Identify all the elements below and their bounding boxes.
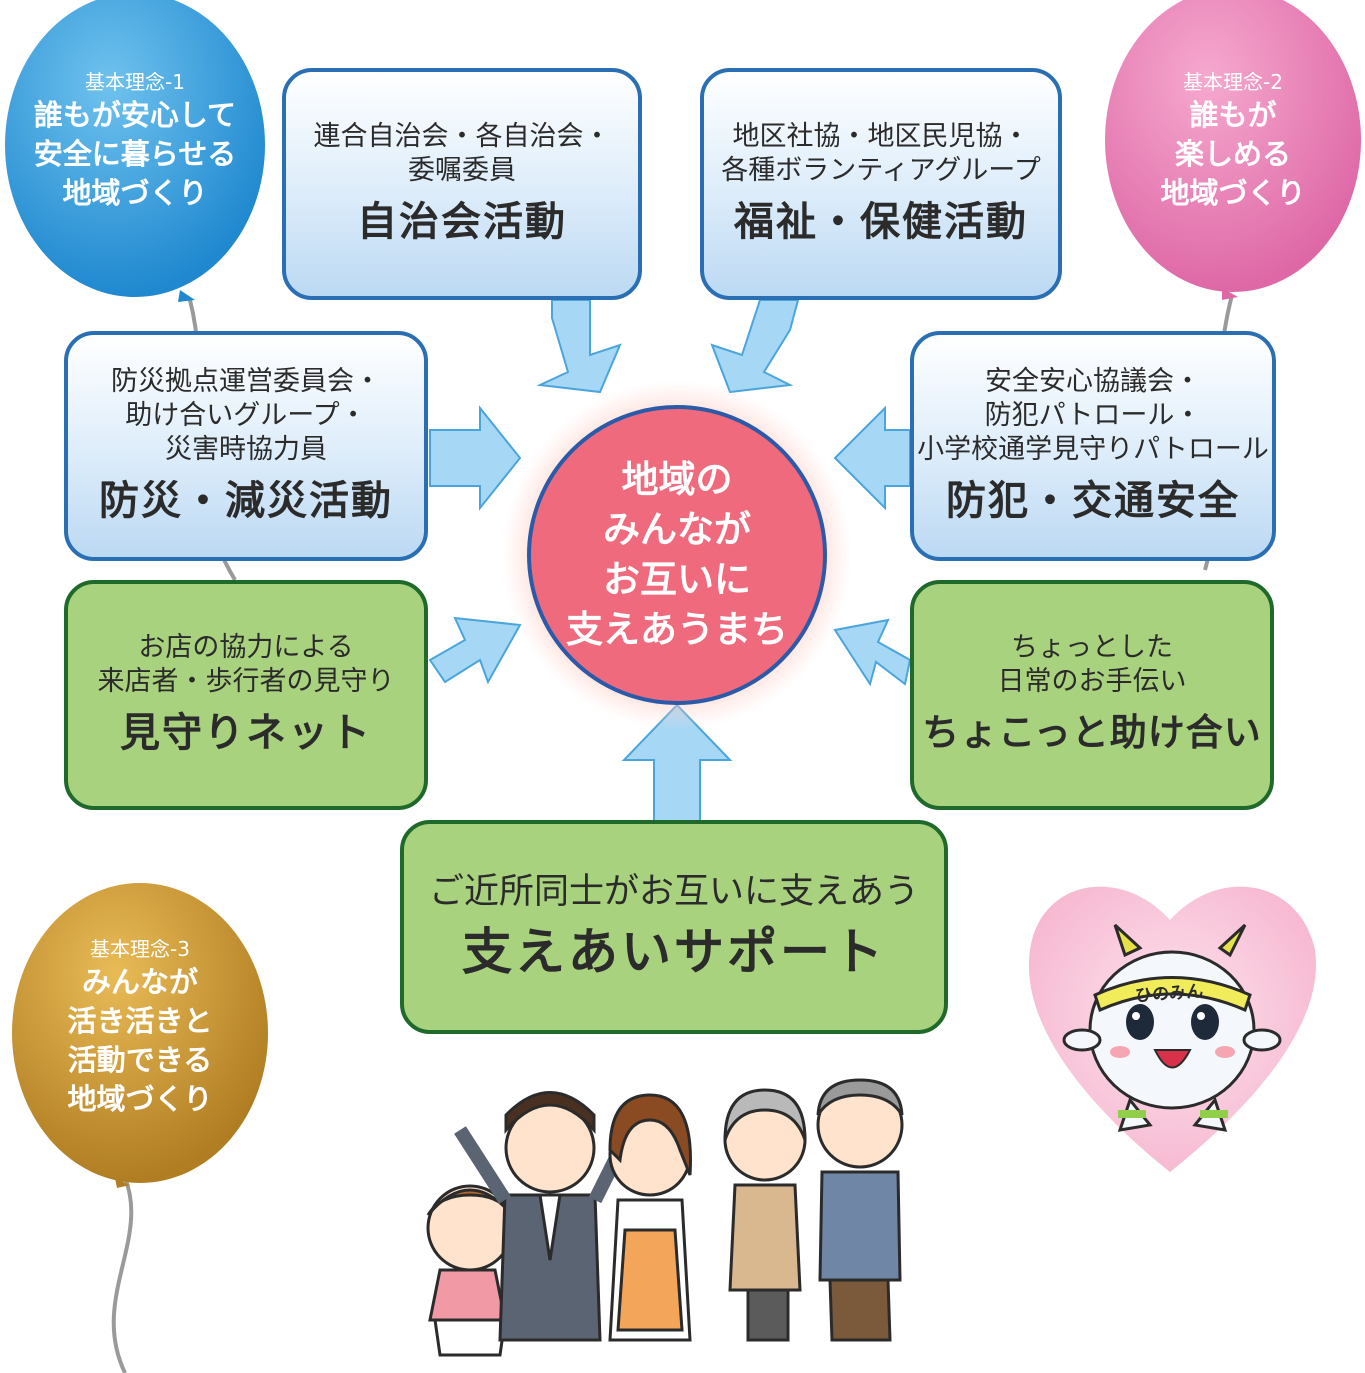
bousai-sub-3: 災害時協力員 — [165, 434, 327, 465]
support-title: 支えあいサポート — [462, 923, 886, 981]
principle-3-line-2: 活き活きと — [67, 1004, 213, 1038]
box-chokotto: ちょっとした 日常のお手伝い ちょこっと助け合い — [910, 580, 1274, 810]
principle-2-line-2: 楽しめる — [1174, 137, 1291, 171]
fukushi-title: 福祉・保健活動 — [734, 199, 1028, 245]
principle-3-line-1: みんなが — [81, 965, 198, 999]
balloon-2 — [1105, 0, 1361, 300]
principle-3-label: 基本理念-3 — [90, 937, 190, 961]
balloon-3 — [12, 883, 268, 1188]
mascot-illustration — [1062, 923, 1282, 1132]
center-line-3: お互いに — [603, 558, 751, 601]
bouhan-sub-1: 安全安心協議会・ — [985, 366, 1201, 397]
center-line-4: 支えあうまち — [566, 608, 788, 651]
principle-2-line-1: 誰もが — [1189, 98, 1277, 132]
center-circle — [527, 405, 827, 705]
principle-2-label: 基本理念-2 — [1183, 70, 1283, 94]
box-fukushi: 地区社協・地区民児協・ 各種ボランティアグループ 福祉・保健活動 — [700, 68, 1062, 300]
fukushi-sub-2: 各種ボランティアグループ — [721, 155, 1041, 186]
principle-3-line-3: 活動できる — [67, 1043, 213, 1077]
jichikai-title: 自治会活動 — [357, 199, 567, 245]
principle-2: 基本理念-2 誰もが 楽しめる 地域づくり — [1113, 68, 1353, 213]
principle-3-line-4: 地域づくり — [67, 1082, 213, 1116]
chokotto-sub-2: 日常のお手伝い — [997, 666, 1187, 697]
bousai-title: 防災・減災活動 — [99, 478, 393, 524]
box-bouhan: 安全安心協議会・ 防犯パトロール・ 小学校通学見守りパトロール 防犯・交通安全 — [910, 331, 1276, 561]
jichikai-sub-1: 連合自治会・各自治会・ — [313, 121, 611, 152]
mimamori-sub-1: お店の協力による — [138, 632, 354, 663]
principle-1-label: 基本理念-1 — [85, 70, 185, 94]
balloon-1 — [5, 0, 265, 302]
mascot-name: ひのみん — [1134, 981, 1204, 1007]
principle-2-line-3: 地域づくり — [1160, 176, 1306, 210]
bouhan-sub-2: 防犯パトロール・ — [984, 400, 1202, 431]
center-line-2: みんなが — [603, 508, 751, 551]
support-sub: ご近所同士がお互いに支えあう — [428, 872, 919, 912]
principle-1: 基本理念-1 誰もが安心して 安全に暮らせる 地域づくり — [15, 68, 255, 213]
bouhan-sub-3: 小学校通学見守りパトロール — [917, 434, 1269, 465]
bousai-sub-2: 助け合いグループ・ — [125, 400, 367, 431]
center-line-1: 地域の — [621, 458, 733, 501]
bouhan-title: 防犯・交通安全 — [946, 478, 1240, 524]
principle-3: 基本理念-3 みんなが 活き活きと 活動できる 地域づくり — [20, 935, 260, 1119]
box-mimamori: お店の協力による 来店者・歩行者の見守り 見守りネット — [64, 580, 428, 810]
arrows — [428, 299, 912, 823]
mimamori-title: 見守りネット — [120, 710, 372, 756]
bousai-sub-1: 防災拠点運営委員会・ — [111, 366, 381, 397]
principle-1-line-2: 安全に暮らせる — [33, 137, 237, 171]
jichikai-sub-2: 委嘱委員 — [408, 155, 516, 186]
box-bousai: 防災拠点運営委員会・ 助け合いグループ・ 災害時協力員 防災・減災活動 — [64, 331, 428, 561]
center-message: 地域の みんなが お互いに 支えあうまち — [527, 410, 827, 700]
chokotto-title: ちょこっと助け合い — [922, 711, 1262, 754]
chokotto-sub-1: ちょっとした — [1011, 632, 1173, 663]
mimamori-sub-2: 来店者・歩行者の見守り — [97, 666, 395, 697]
principle-1-line-3: 地域づくり — [62, 176, 208, 210]
balloon-string — [111, 1177, 134, 1373]
box-jichikai: 連合自治会・各自治会・ 委嘱委員 自治会活動 — [282, 68, 642, 300]
principle-1-line-1: 誰もが安心して — [33, 98, 237, 132]
box-support: ご近所同士がお互いに支えあう 支えあいサポート — [400, 820, 948, 1034]
people-illustration — [426, 1078, 904, 1357]
fukushi-sub-1: 地区社協・地区民児協・ — [732, 121, 1030, 152]
